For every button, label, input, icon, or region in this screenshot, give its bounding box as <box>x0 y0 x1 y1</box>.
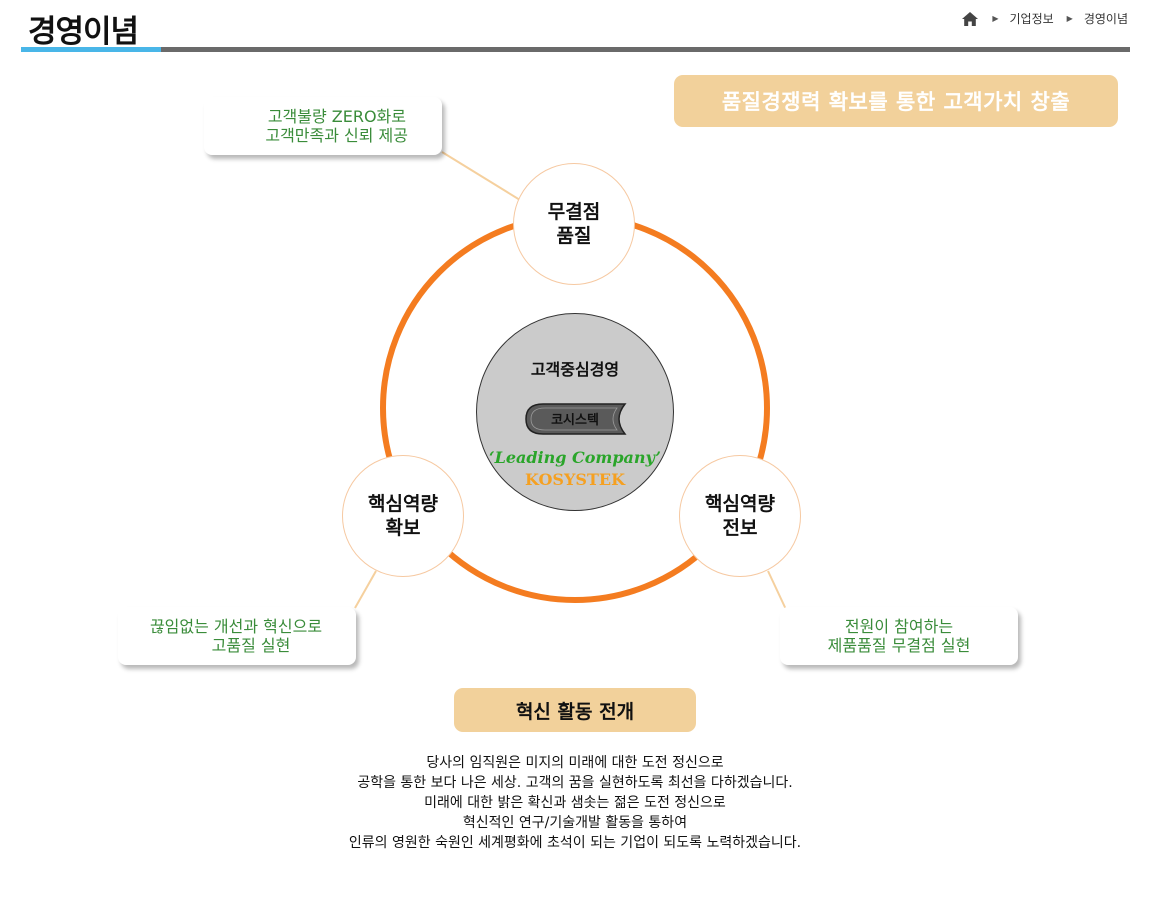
paragraph-line: 미래에 대한 밝은 확신과 샘솟는 젊은 도전 정신으로 <box>424 795 726 811</box>
breadcrumb-separator-icon: ▶ <box>1066 14 1073 23</box>
node-top-line2: 품질 <box>556 225 592 247</box>
paragraph-line: 인류의 영원한 숙원인 세계평화에 초석이 되는 기업이 되도록 노력하겠습니다… <box>348 835 802 851</box>
node-zero-defect-quality: 무결점 품질 <box>513 163 635 285</box>
company-name: KOSYSTEK <box>525 470 625 489</box>
callout-left: 끊임없는 개선과 혁신으로 고품질 실현 <box>118 607 356 665</box>
paragraph-line: 혁신적인 연구/기술개발 활동을 통하여 <box>462 815 688 831</box>
center-circle: 고객중심경영 코시스텍 ‘Leading Company’ KOSYSTEK <box>476 313 674 511</box>
title-divider <box>21 47 1130 52</box>
paragraph-line: 당사의 임직원은 미지의 미래에 대한 도전 정신으로 <box>426 755 724 771</box>
breadcrumb: ▶ 기업정보 ▶ 경영이념 <box>961 10 1128 27</box>
node-core-competency-advance: 핵심역량 전보 <box>679 455 801 577</box>
slogan-banner: 품질경쟁력 확보를 통한 고객가치 창출 <box>674 75 1118 127</box>
callout-top: 고객불량 ZERO화로 고객만족과 신뢰 제공 <box>204 97 442 155</box>
page-title: 경영이념 <box>28 14 139 50</box>
node-top-line1: 무결점 <box>547 201 601 223</box>
callout-top-line2: 고객만족과 신뢰 제공 <box>265 126 408 145</box>
callout-left-line1: 끊임없는 개선과 혁신으로 <box>149 617 323 636</box>
home-icon[interactable] <box>961 11 979 27</box>
paragraph-line: 공학을 통한 보다 나은 세상. 고객의 꿈을 실현하도록 최선을 다하겠습니다… <box>357 775 793 791</box>
callout-left-line2: 고품질 실현 <box>211 636 291 655</box>
philosophy-paragraph: 당사의 임직원은 미지의 미래에 대한 도전 정신으로 공학을 통한 보다 나은… <box>0 753 1150 853</box>
connector-left <box>354 570 377 609</box>
node-left-line1: 핵심역량 <box>368 493 438 515</box>
breadcrumb-separator-icon: ▶ <box>992 14 999 23</box>
breadcrumb-item-management-philosophy[interactable]: 경영이념 <box>1083 12 1128 26</box>
logo-text: 코시스텍 <box>551 412 599 428</box>
center-title: 고객중심경영 <box>530 360 620 379</box>
innovation-activity-title: 혁신 활동 전개 <box>454 688 696 732</box>
callout-right-line1: 전원이 참여하는 <box>844 617 954 636</box>
callout-right-line2: 제품품질 무결점 실현 <box>827 636 971 655</box>
tagline: ‘Leading Company’ <box>489 448 661 467</box>
node-core-competency-secure: 핵심역량 확보 <box>342 455 464 577</box>
node-left-line2: 확보 <box>385 517 421 539</box>
callout-right: 전원이 참여하는 제품품질 무결점 실현 <box>780 607 1018 665</box>
title-divider-accent <box>21 47 161 52</box>
callout-top-line1: 고객불량 ZERO화로 <box>267 107 406 126</box>
node-right-line1: 핵심역량 <box>705 493 775 515</box>
breadcrumb-item-company-info[interactable]: 기업정보 <box>1009 12 1054 26</box>
connector-top <box>441 151 521 201</box>
philosophy-diagram: 품질경쟁력 확보를 통한 고객가치 창출 고객불량 ZERO화로 고객만족과 신… <box>118 75 1118 665</box>
kosystek-logo: 코시스텍 <box>525 403 627 435</box>
node-right-line2: 전보 <box>722 517 758 539</box>
